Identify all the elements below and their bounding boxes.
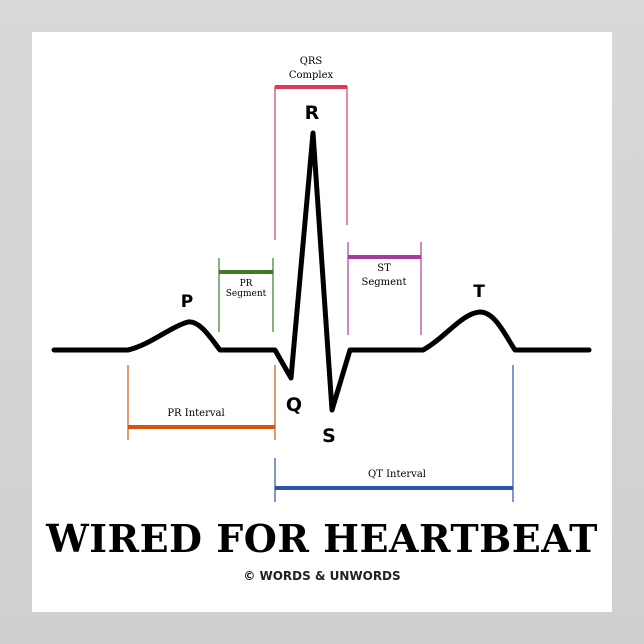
pr-interval-bracket: PR Interval <box>127 365 276 440</box>
qt-interval-label: QT Interval <box>368 469 426 480</box>
st-segment-label-line2: Segment <box>361 277 406 288</box>
qrs-label-line1: QRS <box>300 56 323 67</box>
wave-label-p: P <box>181 292 193 312</box>
ecg-trace <box>51 130 592 413</box>
pr-interval-label: PR Interval <box>167 408 224 419</box>
wave-label-r: R <box>305 102 320 124</box>
qrs-complex-bracket: QRS Complex <box>274 56 348 240</box>
qrs-label-line2: Complex <box>289 70 334 81</box>
copyright-line: © WORDS & UNWORDS <box>243 569 401 583</box>
pr-segment-bracket: PR Segment <box>218 258 274 332</box>
pr-segment-label-line1: PR <box>240 279 253 289</box>
wave-label-q: Q <box>286 394 302 416</box>
wave-label-t: T <box>473 282 485 302</box>
qt-interval-bracket: QT Interval <box>274 365 514 502</box>
wave-label-s: S <box>322 425 336 447</box>
st-segment-bracket: ST Segment <box>347 242 422 335</box>
poster-title: WIRED FOR HEARTBEAT <box>46 516 598 561</box>
poster-canvas <box>32 32 612 612</box>
pr-segment-label-line2: Segment <box>226 289 267 299</box>
st-segment-label-line1: ST <box>377 263 391 274</box>
